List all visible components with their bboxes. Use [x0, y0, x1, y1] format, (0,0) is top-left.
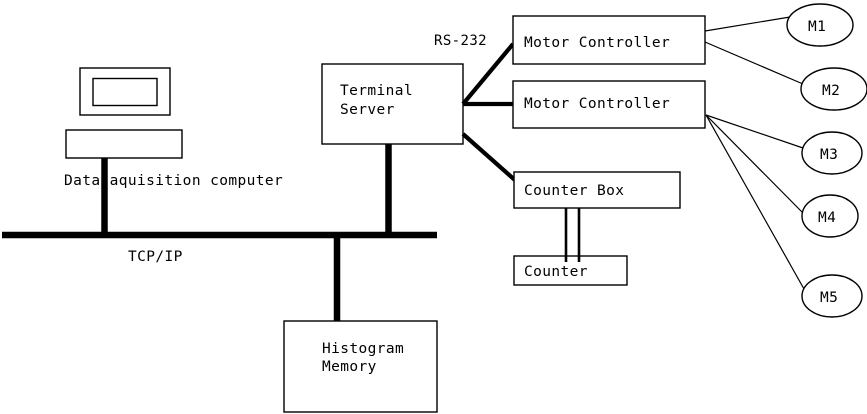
terminal-server-links — [461, 42, 518, 183]
motor-m2-label: M2 — [822, 83, 840, 99]
motor-m3-label: M3 — [820, 147, 838, 163]
motor-controller-2-label: Motor Controller — [524, 96, 670, 112]
link-mc2-to-m4 — [705, 114, 804, 214]
motor-m1-node[interactable] — [786, 3, 854, 47]
motor-m5-node[interactable] — [801, 274, 863, 318]
counter-box-to-counter-links — [564, 208, 581, 262]
link-termserver-to-motorcontroller-1 — [461, 42, 515, 106]
counter-label: Counter — [524, 264, 588, 280]
counter-node[interactable] — [513, 255, 628, 286]
motor-m1-label: M1 — [808, 19, 826, 35]
counter-box-rect — [513, 171, 681, 209]
motor-m3-node[interactable] — [801, 131, 863, 175]
link-termserver-to-counter-box — [461, 132, 518, 183]
computer-base-icon — [65, 129, 183, 159]
motor-controller-1-box — [512, 15, 706, 65]
motor-m4-ellipse — [801, 194, 859, 238]
data-acquisition-computer[interactable] — [65, 67, 183, 159]
motor-m1-ellipse — [786, 3, 854, 47]
motor-m3-ellipse — [801, 131, 863, 175]
monitor-screen-icon — [92, 77, 158, 107]
histogram-memory-label-line2: Memory — [322, 359, 377, 375]
link-mc1-to-m1 — [704, 16, 791, 32]
terminal-server-label-line2: Server — [340, 102, 395, 118]
histogram-memory-box — [283, 320, 438, 413]
histogram-memory-node[interactable] — [283, 320, 438, 413]
motor-m2-node[interactable] — [800, 67, 867, 111]
counter-box-label: Counter Box — [524, 183, 624, 199]
tcpip-bus-label: TCP/IP — [128, 249, 183, 265]
link-mc2-to-m3 — [705, 114, 804, 149]
link-mc1-to-m2 — [704, 41, 804, 85]
motor-controller-1-label: Motor Controller — [524, 35, 670, 51]
terminal-server-box — [321, 63, 464, 145]
motor-m4-node[interactable] — [801, 194, 859, 238]
terminal-server-node[interactable] — [321, 63, 464, 145]
motor-controller-2-box — [512, 80, 706, 129]
motor-controller-1-node[interactable] — [512, 15, 706, 65]
motor-m4-label: M4 — [818, 210, 836, 226]
counter-box-node[interactable] — [513, 171, 681, 209]
motor-links — [704, 16, 805, 290]
link-mc2-to-m5 — [705, 114, 805, 290]
motor-m5-ellipse — [801, 274, 863, 318]
motor-m2-ellipse — [800, 67, 867, 111]
computer-label: Data aquisition computer — [64, 173, 283, 189]
rs232-link-label: RS-232 — [434, 33, 487, 49]
terminal-server-label-line1: Terminal — [340, 83, 413, 99]
motor-m5-label: M5 — [820, 290, 838, 306]
motor-controller-2-node[interactable] — [512, 80, 706, 129]
tcpip-bus-group — [2, 144, 437, 322]
counter-rect — [513, 255, 628, 286]
histogram-memory-label-line1: Histogram — [322, 341, 404, 357]
